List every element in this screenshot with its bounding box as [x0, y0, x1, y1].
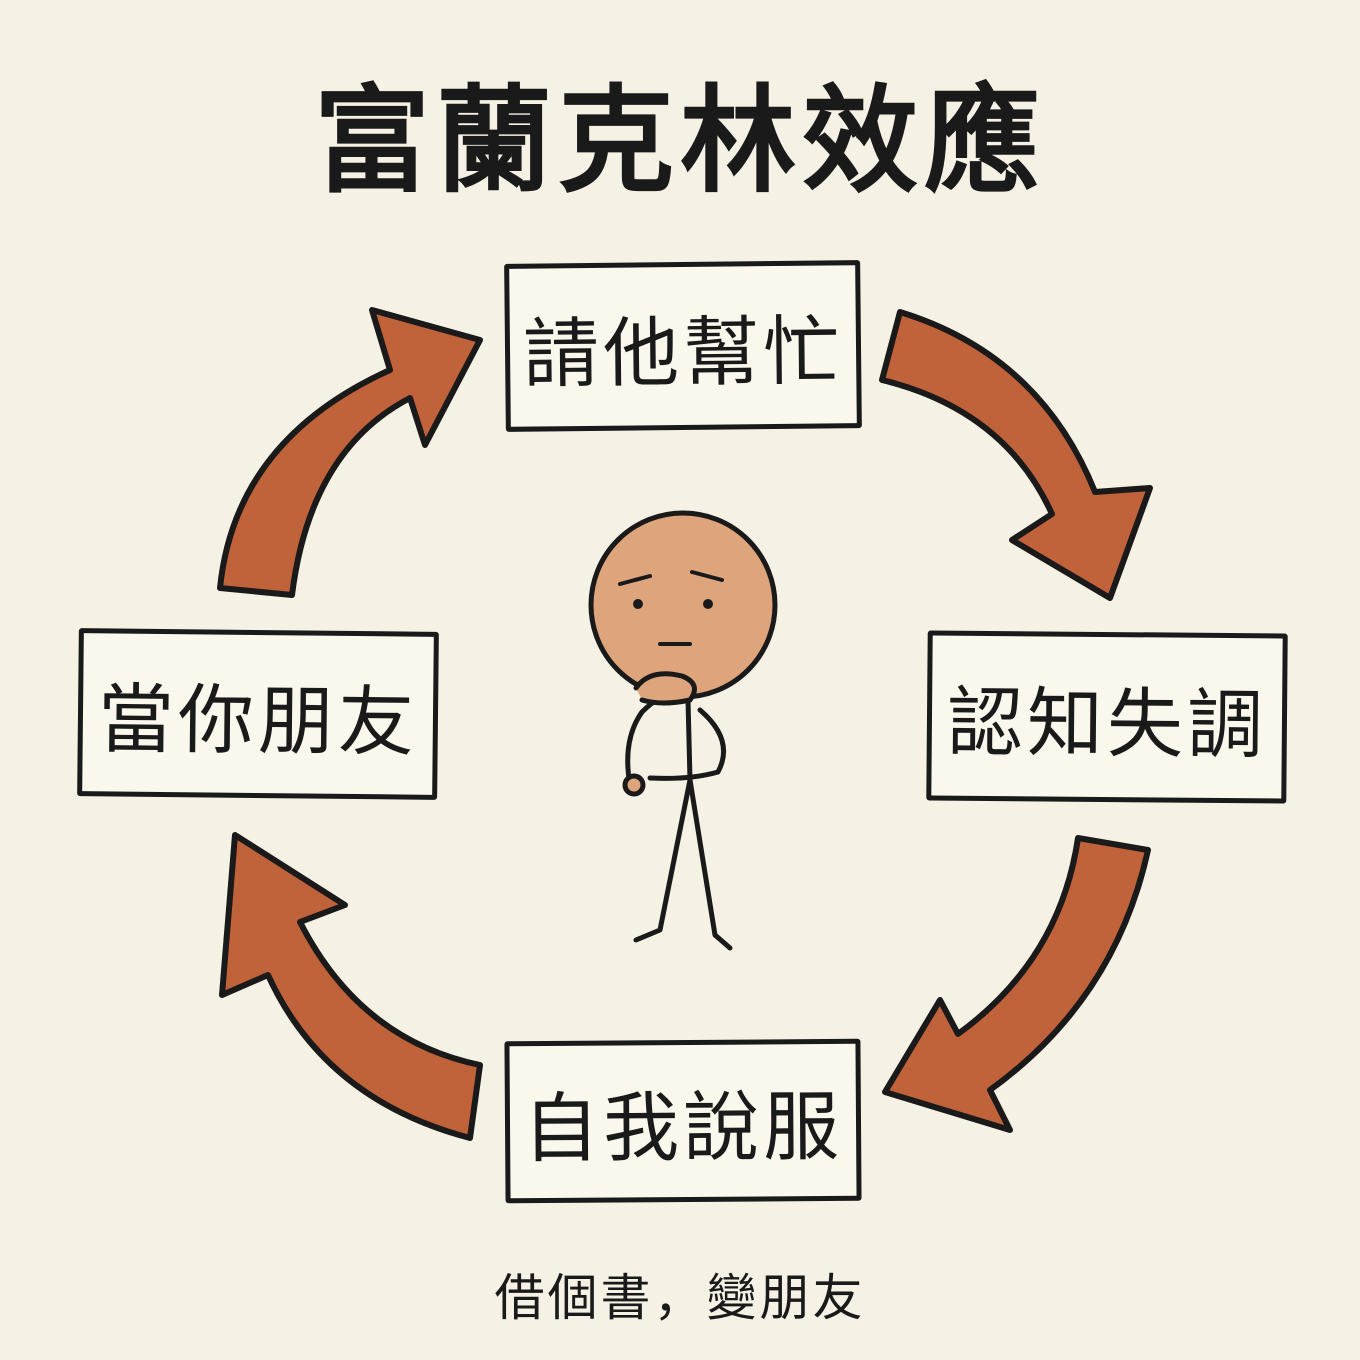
arrow-bottom-to-left: [219, 832, 483, 1141]
cycle-step-label: 請他幫忙: [522, 306, 844, 399]
cycle-step-ask-favor: 請他幫忙: [504, 260, 862, 432]
thinking-stick-figure-icon: [588, 510, 778, 951]
cycle-step-cognitive-dissonance: 認知失調: [926, 630, 1288, 804]
arrow-right-to-bottom: [882, 835, 1151, 1133]
cycle-step-self-persuasion: 自我說服: [504, 1038, 862, 1204]
page-title: 富蘭克林效應: [314, 74, 1046, 209]
arrow-left-to-top: [217, 307, 483, 598]
cycle-step-label: 當你朋友: [97, 674, 419, 767]
cycle-step-label: 自我說服: [522, 1081, 844, 1174]
arrow-top-to-right: [879, 309, 1153, 601]
caption: 借個書，變朋友: [494, 1269, 866, 1327]
cycle-step-become-friends: 當你朋友: [77, 628, 439, 800]
cycle-step-label: 認知失調: [946, 677, 1268, 770]
